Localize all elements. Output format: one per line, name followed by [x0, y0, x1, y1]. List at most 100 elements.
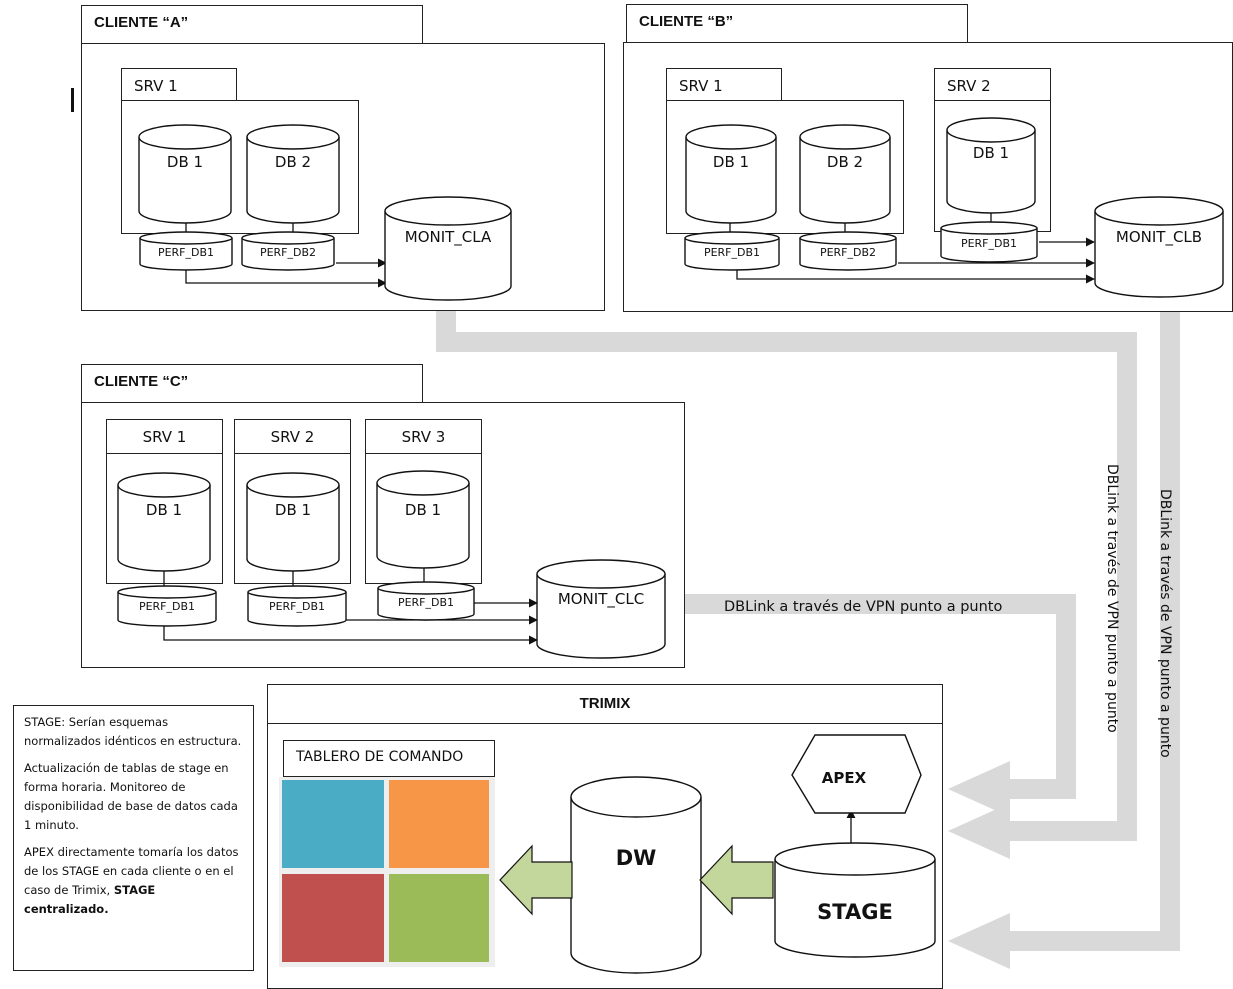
client-b-monit-cylinder-body [1094, 211, 1224, 298]
arrowhead-cla [948, 803, 1010, 859]
client-a-db1-cylinder-top [138, 124, 232, 150]
client-b-perf1-label: PERF_DB1 [704, 246, 760, 259]
client-c-srv2-tab: SRV 2 [234, 419, 351, 455]
client-b-srv2-tab: SRV 2 [934, 68, 1051, 102]
client-b-srv1-tab: SRV 1 [666, 68, 782, 102]
client-a-tab: CLIENTE “A” [81, 5, 423, 45]
dblink-label-vertical-1: DBLink a través de VPN punto a punto [1104, 464, 1120, 733]
client-c-db3-label: DB 1 [405, 501, 441, 519]
client-b-db1-cylinder: DB 1 [685, 124, 777, 224]
client-c-srv3-tab: SRV 3 [365, 419, 482, 455]
dw-label: DW [616, 846, 657, 870]
connector-clc-across [664, 594, 1076, 614]
client-c-monit-cylinder-body [536, 574, 666, 659]
stage-cylinder: STAGE [774, 842, 936, 958]
dashboard-grid [279, 777, 495, 967]
client-c-monit-cylinder: MONIT_CLC [536, 559, 666, 659]
client-a-db2-cylinder-top [246, 124, 340, 150]
client-c-monit-cylinder-top [536, 559, 666, 589]
client-b-perf3-cylinder-top [940, 221, 1038, 235]
client-b-title: CLIENTE “B” [639, 13, 734, 30]
client-a-srv1-label: SRV 1 [134, 77, 178, 95]
client-b-db1-cylinder-body [685, 137, 777, 224]
client-b-db3-cylinder-body [946, 130, 1036, 214]
client-c-db3-cylinder-top [376, 470, 470, 496]
client-c-perf1-cylinder: PERF_DB1 [117, 585, 217, 627]
client-b-perf3-cylinder: PERF_DB1 [940, 221, 1038, 263]
client-b-db2-label: DB 2 [827, 153, 863, 171]
client-c-db2-cylinder-top [246, 472, 340, 498]
arrowhead-clc [948, 761, 1010, 817]
client-c-perf3-label: PERF_DB1 [398, 596, 454, 609]
client-b-db3-cylinder: DB 1 [946, 117, 1036, 214]
client-c-db2-label: DB 1 [275, 501, 311, 519]
client-c-tab: CLIENTE “C” [81, 364, 423, 404]
dashboard-tile-green [389, 874, 489, 962]
connector-clc-in [990, 779, 1076, 799]
client-c-db3-cylinder: DB 1 [376, 470, 470, 569]
client-b-perf2-label: PERF_DB2 [820, 246, 876, 259]
client-b-monit-label: MONIT_CLB [1116, 228, 1202, 247]
text-cursor [71, 88, 74, 112]
client-a-perf2-cylinder-top [241, 231, 335, 245]
client-b-srv2-label: SRV 2 [947, 77, 991, 95]
dw-cylinder-top [570, 776, 702, 818]
client-c-srv1-label: SRV 1 [142, 428, 187, 446]
note-stage: STAGE: Serían esquemas normalizados idén… [24, 715, 242, 748]
client-c-perf1-cylinder-top [117, 585, 217, 599]
client-b-db3-cylinder-top [946, 117, 1036, 143]
client-a-db1-cylinder-body [138, 137, 232, 224]
client-a-db2-label: DB 2 [275, 153, 311, 171]
client-b-tab: CLIENTE “B” [626, 4, 968, 44]
client-c-srv1-tab: SRV 1 [106, 419, 223, 455]
client-a-perf2-label: PERF_DB2 [260, 246, 316, 259]
client-c-title: CLIENTE “C” [94, 373, 189, 390]
dashboard-title: TABLERO DE COMANDO [296, 749, 464, 765]
client-c-perf2-cylinder: PERF_DB1 [247, 585, 347, 627]
note-update: Actualización de tablas de stage en form… [24, 761, 238, 832]
client-c-perf2-label: PERF_DB1 [269, 600, 325, 613]
client-c-perf1-label: PERF_DB1 [139, 600, 195, 613]
client-b-perf1-cylinder-top [684, 231, 780, 245]
client-c-db2-cylinder-body [246, 485, 340, 572]
connector-cla-in [990, 821, 1137, 841]
client-a-monit-cylinder-body [384, 211, 512, 301]
apex-label: APEX [822, 769, 867, 787]
client-c-db1-cylinder-body [117, 485, 211, 572]
client-c-db1-label: DB 1 [146, 501, 182, 519]
client-a-perf2-cylinder-body [241, 238, 335, 271]
connector-clb-in [990, 931, 1180, 951]
client-b-db3-label: DB 1 [973, 144, 1009, 162]
dashboard-tile-orange [389, 780, 489, 868]
client-b-db1-cylinder-top [685, 124, 777, 150]
client-a-title: CLIENTE “A” [94, 14, 189, 31]
connector-cla-across [436, 332, 1137, 352]
connector-cla-vertical [1117, 332, 1137, 841]
apex-shape [791, 734, 922, 814]
arrow-stage-to-dw [699, 844, 774, 916]
client-c-monit-label: MONIT_CLC [558, 590, 644, 609]
dw-cylinder: DW [570, 776, 702, 974]
client-b-srv1-label: SRV 1 [679, 77, 723, 95]
client-a-perf1-cylinder-body [139, 238, 233, 271]
client-b-perf3-label: PERF_DB1 [961, 237, 1017, 250]
dw-cylinder-body [570, 797, 702, 974]
client-a-perf1-label: PERF_DB1 [158, 246, 214, 259]
trimix-title: TRIMIX [579, 695, 631, 712]
client-b-monit-cylinder-top [1094, 196, 1224, 226]
connector-clc-vertical [1056, 594, 1076, 799]
arrow-b-perf1-monit [736, 270, 1095, 284]
client-c-perf3-cylinder-body [377, 588, 475, 621]
dashboard-title-box: TABLERO DE COMANDO [283, 740, 495, 777]
client-b-db2-cylinder-top [799, 124, 891, 150]
stage-label: STAGE [817, 900, 893, 924]
client-a-db1-cylinder: DB 1 [138, 124, 232, 224]
client-b-perf2-cylinder-body [799, 238, 897, 271]
notes-box: STAGE: Serían esquemas normalizados idén… [13, 705, 254, 971]
client-a-monit-label: MONIT_CLA [405, 228, 492, 247]
client-c-db2-cylinder: DB 1 [246, 472, 340, 572]
client-c-db1-cylinder-top [117, 472, 211, 498]
client-b-perf3-cylinder-body [940, 228, 1038, 263]
